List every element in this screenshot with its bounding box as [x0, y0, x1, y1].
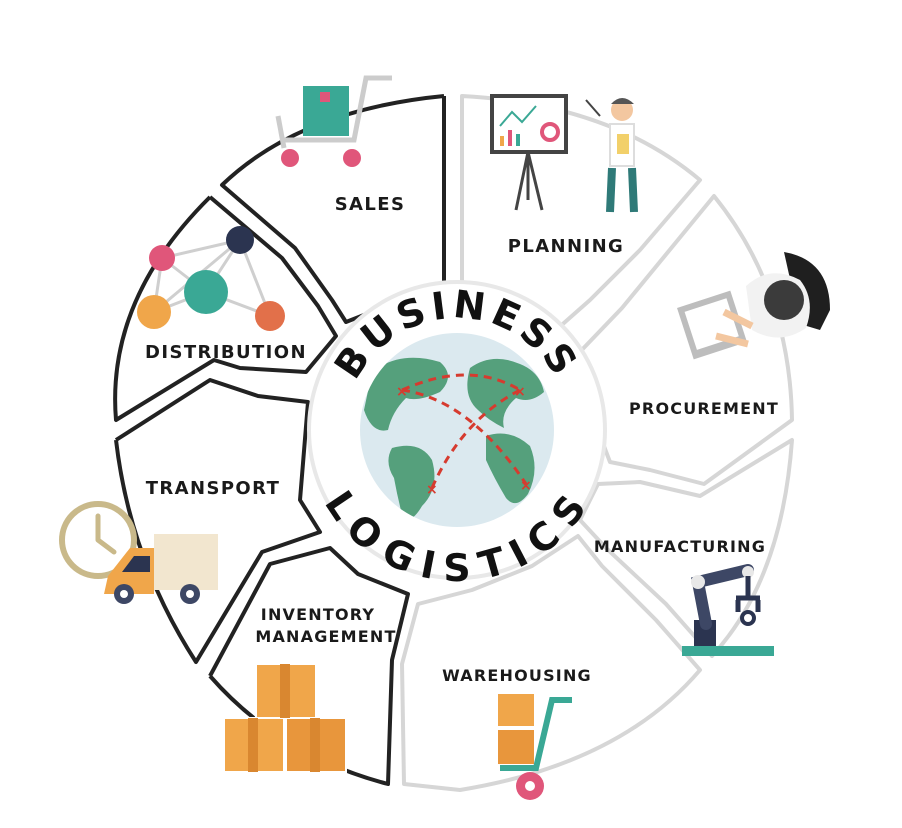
distribution-segment-outline: [113, 195, 338, 422]
svg-text:×: ×: [426, 482, 438, 498]
planning-label: PLANNING: [508, 236, 624, 257]
box-stack-icon: [223, 663, 347, 773]
sales-segment-outline: [220, 94, 446, 324]
globe-with-routes-icon: × × × ×: [360, 333, 554, 527]
inventory-label-line2: MANAGEMENT: [255, 627, 396, 646]
procurement-label: PROCUREMENT: [629, 399, 779, 418]
presenter-chart-icon: [490, 94, 638, 213]
transport-segment-outline: [114, 378, 322, 664]
warehousing-label: WAREHOUSING: [442, 666, 592, 685]
manufacturing-segment-outline: [578, 438, 794, 658]
distribution-label: DISTRIBUTION: [145, 342, 307, 363]
laptop-worker-icon: [677, 252, 830, 360]
transport-label: TRANSPORT: [146, 478, 281, 499]
manufacturing-label: MANUFACTURING: [594, 537, 766, 556]
svg-text:×: ×: [520, 478, 532, 494]
svg-text:×: ×: [396, 384, 408, 400]
inventory-label-line1: INVENTORY: [261, 605, 375, 624]
svg-text:×: ×: [514, 384, 526, 400]
delivery-truck-icon: [59, 501, 218, 604]
robot-arm-icon: [682, 564, 774, 656]
shopping-cart-icon: [275, 75, 392, 167]
hand-truck-icon: [498, 694, 572, 800]
sales-label: SALES: [335, 194, 406, 215]
network-nodes-icon: [137, 226, 285, 331]
